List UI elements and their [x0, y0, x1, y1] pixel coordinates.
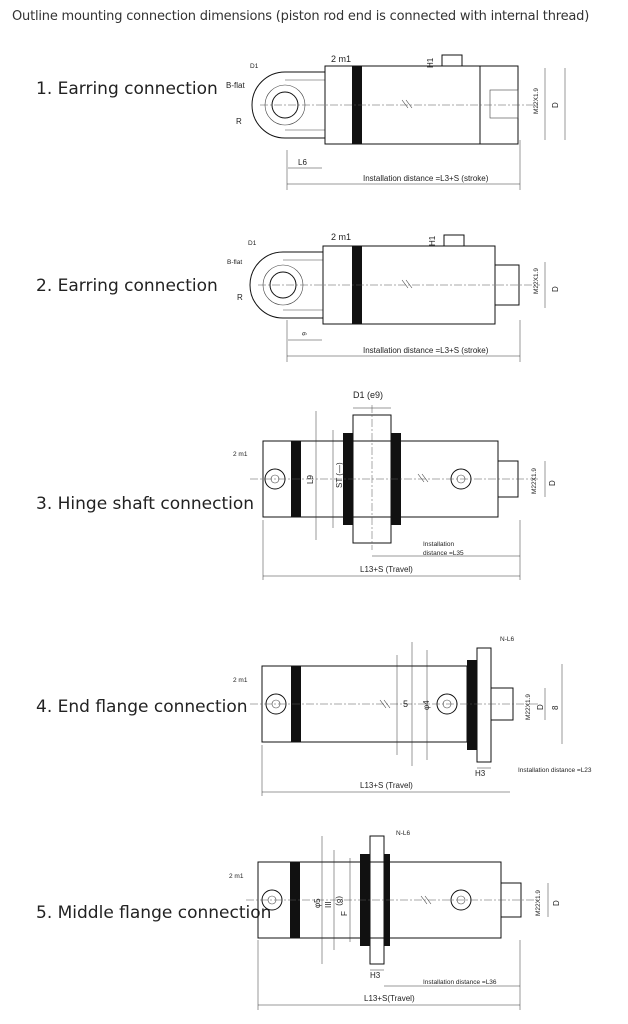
s2-bflat-label: B-flat — [227, 259, 242, 266]
s3-travel-label: L13+S (Travel) — [360, 565, 413, 574]
port-h1 — [443, 234, 465, 247]
s2-r-label: R — [237, 293, 243, 302]
s1-thread-label: M22X1.9 — [533, 88, 540, 114]
s4-h3-label: H3 — [475, 769, 486, 778]
earring-body — [251, 71, 326, 139]
s1-h1-label: H1 — [426, 57, 435, 68]
s1-install-label: Installation distance =L3+S (stroke) — [363, 174, 489, 183]
section-5-label: 5. Middle flange connection — [36, 903, 272, 923]
port-h1 — [441, 54, 463, 67]
s1-d-label: D — [551, 102, 560, 108]
s5-h3-label: H3 — [370, 971, 381, 980]
s2-h1-label: H1 — [428, 235, 437, 246]
s2-install-label: Installation distance =L3+S (stroke) — [363, 346, 489, 355]
s5-m1-label: 2 m1 — [229, 873, 244, 880]
section-4-label: 4. End flange connection — [36, 697, 248, 717]
s1-bflat-label: B-flat — [226, 81, 245, 90]
cylinder-band-right — [467, 660, 477, 750]
s4-thread-label: M22X1.9 — [525, 694, 532, 720]
s4-nl6-label: N-L6 — [500, 636, 514, 643]
s5-eight-label: (8) — [335, 896, 344, 906]
s2-l6-label: 6 — [300, 332, 307, 336]
end-flange — [476, 647, 492, 763]
s3-d-label: D — [548, 480, 557, 486]
s1-d1-label: D1 — [250, 63, 259, 70]
s4-eight-label: 8 — [551, 705, 560, 710]
s1-r-label: R — [236, 117, 242, 126]
s3-thread-label: M22X1.9 — [531, 468, 538, 494]
s5-d5-label: φ5 — [313, 898, 322, 908]
s2-thread-label: M22X1.9 — [533, 268, 540, 294]
s5-d-label: D — [552, 900, 561, 906]
s1-l6-label: L6 — [298, 158, 307, 167]
s5-thread-label: M22X1.9 — [535, 890, 542, 916]
s1-m1-label: 2 m1 — [331, 54, 351, 64]
section-1-label: 1. Earring connection — [36, 79, 218, 99]
drawing-hinge-shaft-connection: D1 (e9) 2 m1 L9 ST (—) M22X1.9 D Install… — [233, 390, 557, 580]
s3-install-label-2: distance =L35 — [423, 550, 464, 557]
s4-d-label: D — [536, 704, 545, 710]
s3-l9-label: L9 — [306, 475, 315, 484]
s4-m1-label: 2 m1 — [233, 677, 248, 684]
section-3-label: 3. Hinge shaft connection — [36, 494, 255, 514]
s5-nl6-label: N-L6 — [396, 830, 410, 837]
drawing-end-flange-connection: N-L6 2 m1 5 φ4 M22X1.9 D 8 H3 Installati… — [233, 636, 592, 796]
s2-m1-label: 2 m1 — [331, 232, 351, 242]
drawing-earring-connection-1: D1 B-flat R 2 m1 H1 L6 M22X1.9 D Install… — [226, 54, 566, 190]
cylinder-band — [352, 66, 362, 144]
s4-d4-label: φ4 — [422, 700, 431, 710]
drawing-earring-connection-2: D1 B-flat R 2 m1 H1 6 M22X1.9 D Installa… — [227, 232, 560, 362]
s5-install-label: Installation distance =L36 — [423, 979, 497, 986]
s4-five-label: 5 — [403, 699, 408, 709]
page-heading: Outline mounting connection dimensions (… — [12, 9, 590, 24]
s4-install-label: Installation distance =L23 — [518, 767, 592, 774]
s2-d-label: D — [551, 286, 560, 292]
s5-travel-label: L13+S(Travel) — [364, 994, 415, 1003]
s5-iii-label: III — [324, 901, 333, 908]
section-2-label: 2. Earring connection — [36, 276, 218, 296]
s4-travel-label: L13+S (Travel) — [360, 781, 413, 790]
s3-install-label-1: Installation — [423, 541, 454, 548]
s2-d1-label: D1 — [248, 240, 257, 247]
s3-m1-label: 2 m1 — [233, 451, 248, 458]
s3-st-label: ST (—) — [335, 462, 344, 488]
s3-d1-label: D1 (e9) — [353, 390, 383, 400]
earring-body — [249, 251, 324, 319]
s5-f-label: F — [340, 911, 349, 916]
drawing-middle-flange-connection: N-L6 2 m1 φ5 III (8) F M22X1.9 D H3 Inst… — [229, 830, 561, 1010]
